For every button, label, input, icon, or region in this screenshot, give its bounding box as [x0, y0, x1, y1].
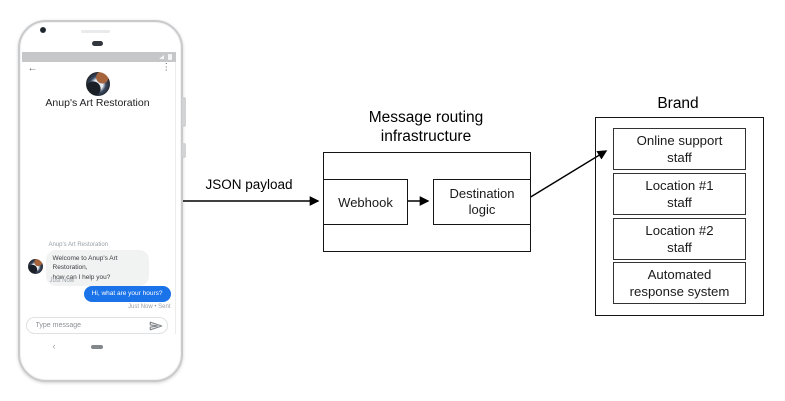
brand-box-location-2: Location #2 staff — [613, 218, 746, 260]
speaker-slot — [80, 29, 110, 33]
sender-label: Anup's Art Restoration — [48, 241, 109, 248]
status-bar — [21, 51, 176, 62]
webhook-box: Webhook — [323, 179, 408, 225]
send-icon[interactable] — [149, 319, 163, 331]
brand-box-automated-response: Automated response system — [613, 262, 746, 304]
brand-box-location-1: Location #1 staff — [613, 173, 746, 215]
brand-box-online-support: Online support staff — [613, 128, 746, 170]
brand-box-label: Location #2 staff — [645, 222, 714, 255]
battery-icon — [167, 54, 172, 60]
nav-back-icon[interactable]: ‹ — [52, 340, 56, 351]
signal-icon — [158, 54, 164, 59]
message-avatar — [27, 258, 43, 274]
earpiece — [91, 41, 103, 46]
brand-box-label: Location #1 staff — [645, 177, 714, 210]
json-payload-label: JSON payload — [205, 177, 293, 192]
back-arrow-icon[interactable]: ← — [27, 62, 38, 74]
routing-title: Message routing infrastructure — [368, 109, 484, 145]
brand-title: Brand — [657, 95, 699, 112]
outgoing-timestamp: Just Now • Sent — [128, 303, 171, 310]
front-camera — [39, 26, 46, 33]
screen-edge — [174, 61, 176, 334]
overflow-menu-icon[interactable]: ⋮ — [161, 62, 172, 73]
volume-button — [182, 97, 186, 127]
phone-frame: ← ⋮ Anup's Art Restoration Anup's Art Re… — [18, 20, 186, 382]
destination-logic-label: Destination logic — [449, 185, 515, 217]
brand-container-box — [595, 117, 764, 316]
power-button — [182, 143, 186, 158]
nav-home-icon[interactable] — [91, 345, 103, 349]
destination-logic-box: Destination logic — [433, 179, 531, 225]
chat-title: Anup's Art Restoration — [45, 97, 150, 109]
brand-box-label: Online support staff — [636, 132, 723, 165]
outgoing-message-bubble: Hi, what are your hours? — [83, 286, 171, 302]
incoming-message-bubble: Welcome to Anup's Art Restoration, how c… — [45, 250, 149, 287]
incoming-timestamp: Just Now — [49, 277, 75, 284]
business-avatar — [85, 71, 110, 96]
brand-box-label: Automated response system — [629, 266, 730, 299]
webhook-label: Webhook — [338, 194, 393, 210]
message-input[interactable] — [25, 316, 168, 334]
